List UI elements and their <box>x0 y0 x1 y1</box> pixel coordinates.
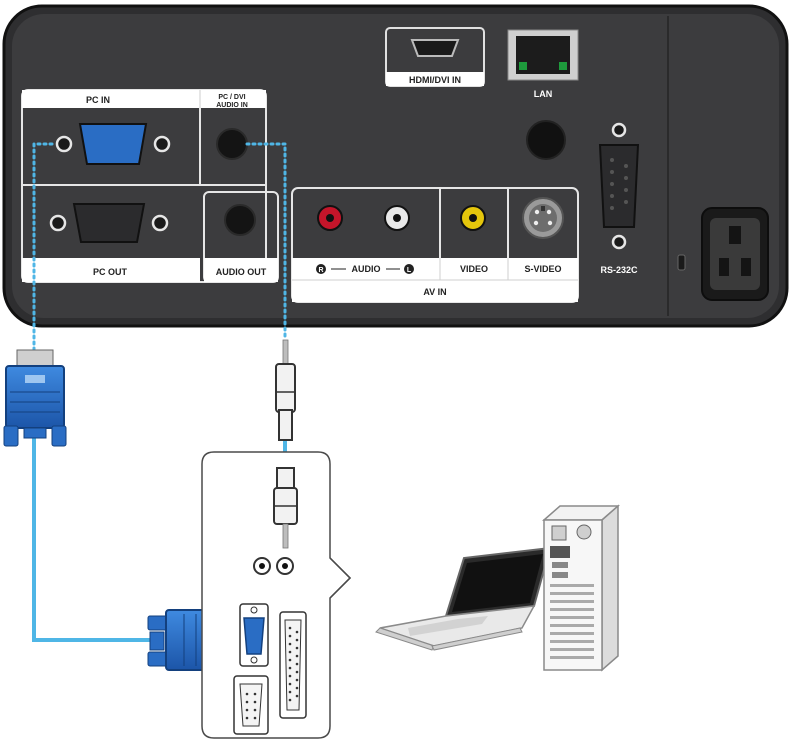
pc-vga-port <box>239 603 269 667</box>
s-video-label: S-VIDEO <box>524 264 561 274</box>
pc-in-label: PC IN <box>86 95 110 105</box>
video-label: VIDEO <box>460 264 488 274</box>
fan-icon <box>576 524 592 540</box>
audio-left-marker-icon <box>404 264 414 274</box>
audio-out-port: AUDIO OUT <box>203 191 279 283</box>
pc-dvi-audio-label-line2: AUDIO IN <box>216 102 248 109</box>
desktop-tower-icon <box>542 504 620 672</box>
audio-plug-top <box>275 339 296 441</box>
lan-port: LAN <box>507 29 579 99</box>
av-in-group: R AUDIO L VIDEO S-VIDEO AV IN <box>291 187 579 303</box>
audio-plug-bottom <box>273 467 298 549</box>
audio-right-marker: R <box>318 267 323 274</box>
audio-left-marker: L <box>407 267 412 274</box>
switch-icon <box>677 254 686 271</box>
pc-dvi-audio-label-line1: PC / DVI <box>218 94 245 101</box>
pc-connector-group: PC IN PC / DVI AUDIO IN PC OUT <box>21 89 267 283</box>
laptop-icon <box>375 546 552 651</box>
vga-cable-connector-top <box>3 349 67 447</box>
hdmi-label: HDMI/DVI IN <box>409 75 461 85</box>
pc-serial-port <box>233 675 269 735</box>
pc-in-vga-port <box>55 123 171 165</box>
s-video-port <box>522 197 564 239</box>
audio-out-label: AUDIO OUT <box>216 267 267 277</box>
computer-io-panel <box>201 451 352 739</box>
pc-parallel-port <box>279 611 307 719</box>
rs-232c-port: RS-232C <box>598 122 640 275</box>
arrow-icon <box>329 557 352 599</box>
hdmi-dvi-in-port: HDMI/DVI IN <box>385 27 485 87</box>
power-socket <box>701 207 769 301</box>
lan-label: LAN <box>534 89 553 99</box>
pc-out-vga-port <box>49 203 169 243</box>
round-port <box>526 120 566 160</box>
lan-led-icon <box>559 62 567 70</box>
lan-led-icon <box>519 62 527 70</box>
audio-right-marker-icon <box>316 264 326 274</box>
audio-label: AUDIO <box>352 264 381 274</box>
av-in-label: AV IN <box>423 287 446 297</box>
pc-dvi-audio-in-jack <box>216 128 248 160</box>
hdmi-icon <box>410 39 460 57</box>
rs-232c-label: RS-232C <box>600 265 638 275</box>
pc-out-label: PC OUT <box>93 267 128 277</box>
vga-cable-route <box>32 142 150 642</box>
